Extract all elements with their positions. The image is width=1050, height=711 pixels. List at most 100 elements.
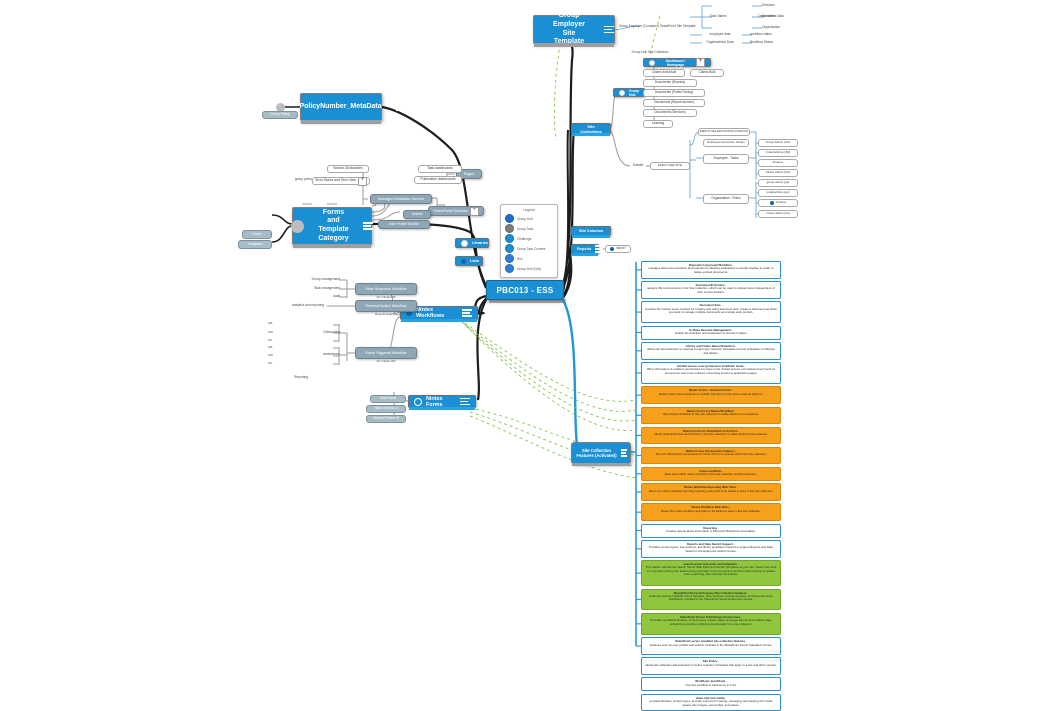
feature-card[interactable]: SharePoint Server Enterprise Site Collec… <box>641 588 781 611</box>
feature-card[interactable]: Document Sets -provides the content type… <box>641 301 781 323</box>
hamburger-icon[interactable] <box>595 245 606 253</box>
feature-card-title: Nintex Forms Prerequisite Features - <box>685 448 737 453</box>
node-site-collection-features[interactable]: Site Collection Features (Activated) <box>571 442 631 466</box>
node-documents-report-archive[interactable]: Documents (Report archive) <box>643 99 705 107</box>
hamburger-icon[interactable] <box>460 397 470 406</box>
node-policynumber-metadata[interactable]: PolicyNumber_MetaData <box>276 93 406 124</box>
expand-icon[interactable]: + <box>358 176 367 186</box>
feature-card[interactable]: Nintex Forms for SharePoint List Forms -… <box>641 426 781 445</box>
node-underwriting-uw-lower[interactable]: underwriting (uw) <box>758 189 798 197</box>
node-nintex-workflows[interactable]: Nintex Workflows <box>400 306 478 322</box>
legend-title: Legend <box>523 208 535 212</box>
label-branches: Branches <box>762 14 776 18</box>
node-word[interactable]: Word? <box>605 245 631 253</box>
hamburger-icon[interactable] <box>604 25 614 34</box>
feature-card[interactable]: Limited-access user permission lockdown … <box>641 362 781 384</box>
node-employee-document-library[interactable]: Employee Document Library <box>703 139 749 147</box>
feature-card[interactable]: Library and Folder Based Retention -Allo… <box>641 342 781 360</box>
feature-card[interactable]: nintex workflow -allow sites within nint… <box>641 466 781 481</box>
node-templates[interactable]: Templates <box>238 240 272 249</box>
node-nintex-forms[interactable]: Nintex Forms <box>408 395 476 410</box>
feature-card[interactable]: Nintex Forms Prerequisite Features -The … <box>641 446 781 465</box>
node-underwriting-uw[interactable]: Underwriting (UW) <box>758 149 798 157</box>
feature-card[interactable]: Nintex Forms for Nintex Workflow -allow … <box>641 406 781 425</box>
feature-card[interactable]: SharePoint Server Publishing Infrastruct… <box>641 612 781 635</box>
node-forms[interactable]: Forms <box>242 230 272 239</box>
node-learning[interactable]: Learning <box>643 120 673 128</box>
node-search-dictionaries[interactable]: Search Dictionaries <box>327 165 369 173</box>
node-publication-dashboards[interactable]: Publication dashboards <box>414 176 462 184</box>
node-group-hub[interactable]: Group Hub <box>613 88 645 97</box>
feature-card[interactable]: Reports and Data Search Support -Provide… <box>641 540 781 558</box>
node-sharepoint-services[interactable]: SharePoint Services + <box>428 206 484 216</box>
node-user-profile-service[interactable]: User Profile Service <box>378 220 430 229</box>
bullet-icon <box>461 258 466 264</box>
hamburger-icon[interactable] <box>462 309 472 317</box>
node-finance-2[interactable]: Finance <box>758 199 798 207</box>
feature-card-body: allows site collection administrators to… <box>645 662 777 667</box>
expand-icon[interactable]: + <box>469 206 479 216</box>
bullet-icon <box>649 59 655 66</box>
feature-card[interactable]: Disposition Approval Workflow -manages d… <box>641 261 781 279</box>
node-employee-education-group[interactable]: EMPLOYEE EDUCATION (GROUP) <box>698 128 750 136</box>
node-group-employer-site-template[interactable]: Group Employer Site Template <box>533 12 615 47</box>
node-task-forms[interactable]: Task Forms <box>370 395 406 403</box>
feature-card[interactable]: Nintex Forms - External Forms -allows ni… <box>641 386 781 404</box>
node-dashboard-homepage[interactable]: Dashboard / Homepage + <box>643 58 711 67</box>
expand-icon[interactable]: + <box>696 58 705 67</box>
feature-card[interactable]: SharePoint server standard site collecti… <box>641 637 781 655</box>
node-claims-bulk[interactable]: Claims Bulk <box>690 69 724 77</box>
central-node[interactable]: PBC013 - ESS <box>486 280 566 303</box>
label-analytics-and-reporting: analytics and reporting <box>291 303 324 307</box>
node-term-stores-and-term-sets[interactable]: Term Stores and Term Sets + <box>312 176 370 186</box>
node-documents-reports[interactable]: Documents (Reports) <box>643 79 697 87</box>
node-employee-site[interactable]: EMPLOYEE SITE <box>650 162 690 170</box>
node-state-response-workflow[interactable]: State Response Workflow <box>355 283 417 295</box>
node-organization-roles[interactable]: Organization - Roles <box>703 194 749 204</box>
node-nintex-forms-ui[interactable]: Nintex Forms UI <box>366 405 406 413</box>
feature-card[interactable]: Workflows (workflow) -Use this workflow … <box>641 677 781 692</box>
node-lists[interactable]: Lists <box>455 256 483 266</box>
node-finance-1[interactable]: Finance <box>758 159 798 167</box>
feature-card[interactable]: Nintex Workflow Reporting Web Parts -all… <box>641 483 781 501</box>
node-forms-and-template-category[interactable]: Forms and Template Category <box>291 207 373 248</box>
node-employee-tasks[interactable]: Employee - Tasks <box>703 154 749 164</box>
node-nintex-admin-na[interactable]: Nintex Admin (NA) <box>758 169 798 177</box>
feature-card[interactable]: search server web parts and templates -T… <box>641 560 781 587</box>
feature-card[interactable]: In Place Records Management -Enable the … <box>641 325 781 340</box>
node-nintex-admin-na-lower[interactable]: nintex admin (na) <box>758 210 798 218</box>
node-site-columns[interactable]: Site Columns <box>571 226 611 238</box>
node-claims-individual[interactable]: Claims Individual <box>643 69 685 77</box>
connector-lines <box>271 5 762 647</box>
feature-card-title: Reports and Data Search Support - <box>686 542 736 546</box>
feature-card[interactable]: Reporting -Creates reports about informa… <box>641 523 781 538</box>
feature-card[interactable]: Nintex Workflow Web Parts -allows the ni… <box>641 503 781 521</box>
node-group-admin-ga-lower[interactable]: group admin (ga) <box>758 179 798 187</box>
hamburger-icon[interactable] <box>621 449 627 457</box>
feature-card[interactable]: Site Policy -allows site collection admi… <box>641 657 781 675</box>
feature-card[interactable]: video and rich media -provides libraries… <box>641 693 781 711</box>
label-subsite: Subsite <box>632 163 644 167</box>
node-documents-public-facing[interactable]: Documents (Public Facing) <box>643 89 705 97</box>
node-libraries[interactable]: Libraries <box>455 238 489 248</box>
node-task-dashboards[interactable]: Task dashboards <box>418 165 462 173</box>
node-search[interactable]: Search <box>403 210 431 219</box>
node-managed-metadata-service[interactable]: Managed Metadata Service <box>370 194 432 204</box>
legend-swatch-icon <box>505 224 514 233</box>
node-group-admin-ga[interactable]: Group Admin (GA) <box>758 139 798 147</box>
feature-card-body: Features such as user profiles and searc… <box>649 642 773 647</box>
feature-card-body: allows nintex forms designers to publish… <box>658 391 764 396</box>
node-event-triggered-workflow[interactable]: Event Triggered Workflow <box>355 347 417 359</box>
feature-card[interactable]: Document ID Service -assigns IDs to docu… <box>641 281 781 299</box>
node-group-policy[interactable]: Group Policy <box>262 111 298 119</box>
node-documents-services[interactable]: Documents (Services) <box>643 109 697 117</box>
feature-card-body: provides the content types required for … <box>645 306 777 314</box>
node-pages[interactable]: Pages <box>456 169 482 179</box>
legend-item: Challenge <box>505 234 553 243</box>
hamburger-icon[interactable] <box>395 103 406 111</box>
node-renewal-notice-workflow[interactable]: Renewal Notice Workflow <box>355 300 417 312</box>
hamburger-icon[interactable] <box>362 222 373 230</box>
node-site-collections[interactable]: Site Collections <box>571 123 611 136</box>
node-nominal-forms-ui[interactable]: Nominal Forms UI <box>366 415 406 423</box>
node-reports[interactable]: Reports <box>571 244 606 256</box>
